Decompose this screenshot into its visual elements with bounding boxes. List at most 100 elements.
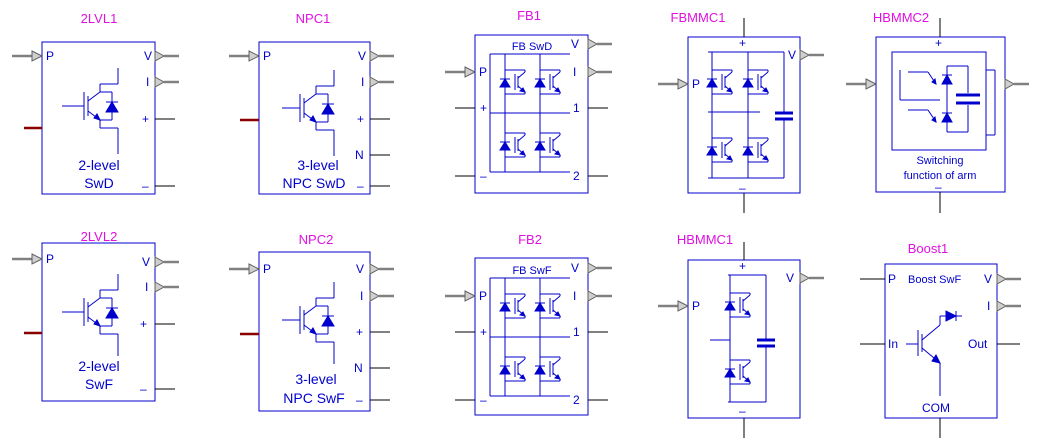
output-arrow-icon[interactable] — [368, 262, 396, 276]
pin-label-v: V — [144, 49, 152, 63]
pin-label-1: 1 — [573, 325, 580, 339]
pin-label-2: 2 — [573, 393, 580, 407]
block-body[interactable] — [474, 34, 589, 194]
igbt-icon — [282, 282, 335, 364]
block-title: FB2 — [518, 232, 542, 247]
block-title: HBMMC1 — [677, 232, 733, 247]
pin-label-minus: – — [480, 393, 487, 407]
block-caption: Switching — [916, 155, 963, 167]
output-arrow-icon[interactable] — [995, 299, 1023, 313]
block-boost1[interactable]: Boost1 P Boost SwF V I In Out COM — [860, 241, 1023, 438]
output-arrow-icon[interactable] — [586, 289, 614, 303]
output-arrow-icon[interactable] — [586, 37, 614, 51]
block-title: 2LVL1 — [81, 11, 118, 26]
output-arrow-icon[interactable] — [586, 261, 614, 275]
input-arrow-icon[interactable] — [443, 65, 477, 79]
block-caption: NPC SwF — [283, 390, 344, 406]
output-arrow-icon[interactable] — [368, 289, 396, 303]
pin-label-minus: – — [935, 180, 942, 194]
pin-label-minus: – — [739, 404, 746, 418]
output-arrow-icon[interactable] — [153, 280, 181, 294]
pin-label-plus: + — [356, 325, 363, 339]
block-fb2[interactable]: FB2 FB SwF P V I + – 1 2 — [443, 232, 614, 416]
input-arrow-icon[interactable] — [227, 262, 261, 276]
pin-label-minus: – — [357, 179, 364, 193]
block-title: 2LVL2 — [81, 229, 118, 244]
pin-label-i: I — [573, 65, 576, 79]
block-npc1[interactable]: NPC1 P V I + N – 3-level NPC SwD — [227, 11, 396, 195]
block-fbmmc1[interactable]: FBMMC1 + – P V — [656, 10, 826, 213]
pin-label-i: I — [360, 289, 363, 303]
input-arrow-icon[interactable] — [10, 49, 44, 63]
pin-label-minus: – — [356, 393, 363, 407]
full-bridge-icon — [489, 53, 570, 173]
input-arrow-icon[interactable] — [844, 77, 878, 91]
block-2lvl1[interactable]: 2LVL1 P V I + – 2-level SwD — [10, 11, 181, 195]
pin-label-v: V — [571, 261, 579, 275]
output-arrow-icon[interactable] — [368, 75, 396, 89]
pin-label-i: I — [146, 75, 149, 89]
block-caption: function of arm — [904, 170, 977, 182]
full-bridge-submodule-icon — [706, 51, 795, 179]
block-title: NPC2 — [299, 232, 334, 247]
pin-label-plus: + — [357, 112, 364, 126]
pin-label-i: I — [987, 299, 990, 313]
block-title: NPC1 — [296, 11, 331, 26]
input-arrow-icon[interactable] — [227, 49, 261, 63]
pin-label-plus: + — [739, 36, 746, 50]
block-caption: 2-level — [78, 358, 119, 374]
output-arrow-icon[interactable] — [798, 48, 826, 62]
block-title: HBMMC2 — [873, 10, 929, 25]
block-body[interactable] — [884, 263, 998, 419]
block-header: Boost SwF — [908, 274, 961, 286]
block-fb1[interactable]: FB1 FB SwD P V I + – 1 2 — [443, 8, 614, 194]
pin-label-v: V — [788, 48, 796, 62]
pin-label-v: V — [358, 49, 366, 63]
block-2lvl2[interactable]: 2LVL2 P V I + – 2-level SwF — [10, 229, 181, 402]
pin-label-minus: – — [480, 169, 487, 183]
pin-label-p: P — [692, 77, 700, 91]
input-arrow-icon[interactable] — [10, 252, 44, 266]
pin-label-p: P — [888, 272, 896, 286]
pin-label-p: P — [263, 262, 271, 276]
output-arrow-icon[interactable] — [1003, 77, 1031, 91]
pin-label-v: V — [786, 271, 794, 285]
pin-label-v: V — [984, 272, 992, 286]
pin-label-p: P — [479, 289, 487, 303]
output-arrow-icon[interactable] — [153, 49, 181, 63]
output-arrow-icon[interactable] — [798, 271, 826, 285]
igbt-icon — [282, 70, 335, 156]
block-header: FB SwD — [512, 41, 552, 53]
boost-switch-icon — [906, 310, 962, 396]
output-arrow-icon[interactable] — [153, 75, 181, 89]
pin-label-v: V — [142, 255, 150, 269]
block-body[interactable] — [687, 36, 801, 194]
pin-label-plus: + — [739, 259, 746, 273]
pin-label-p: P — [46, 252, 54, 266]
pin-label-minus: – — [140, 382, 147, 396]
block-caption: 3-level — [297, 157, 338, 173]
input-arrow-icon[interactable] — [443, 289, 477, 303]
block-npc2[interactable]: NPC2 P V I + N – 3-level NPC SwF — [227, 232, 396, 412]
igbt-icon — [62, 68, 119, 154]
pin-label-n: N — [355, 148, 364, 162]
pin-label-2: 2 — [573, 169, 580, 183]
pin-label-i: I — [573, 289, 576, 303]
output-arrow-icon[interactable] — [995, 272, 1023, 286]
block-body[interactable] — [687, 259, 801, 419]
pin-label-plus: + — [935, 36, 942, 50]
output-arrow-icon[interactable] — [153, 255, 181, 269]
pin-label-plus: + — [140, 317, 147, 331]
pin-label-1: 1 — [573, 101, 580, 115]
input-arrow-icon[interactable] — [656, 299, 690, 313]
block-hbmmc2[interactable]: HBMMC2 + – — [844, 10, 1031, 213]
block-body[interactable] — [875, 36, 1006, 193]
igbt-icon — [62, 274, 119, 356]
pin-label-i: I — [145, 280, 148, 294]
input-arrow-icon[interactable] — [656, 77, 690, 91]
block-hbmmc1[interactable]: HBMMC1 + – P V — [656, 232, 826, 438]
pin-label-v: V — [356, 262, 364, 276]
output-arrow-icon[interactable] — [368, 49, 396, 63]
output-arrow-icon[interactable] — [586, 65, 614, 79]
